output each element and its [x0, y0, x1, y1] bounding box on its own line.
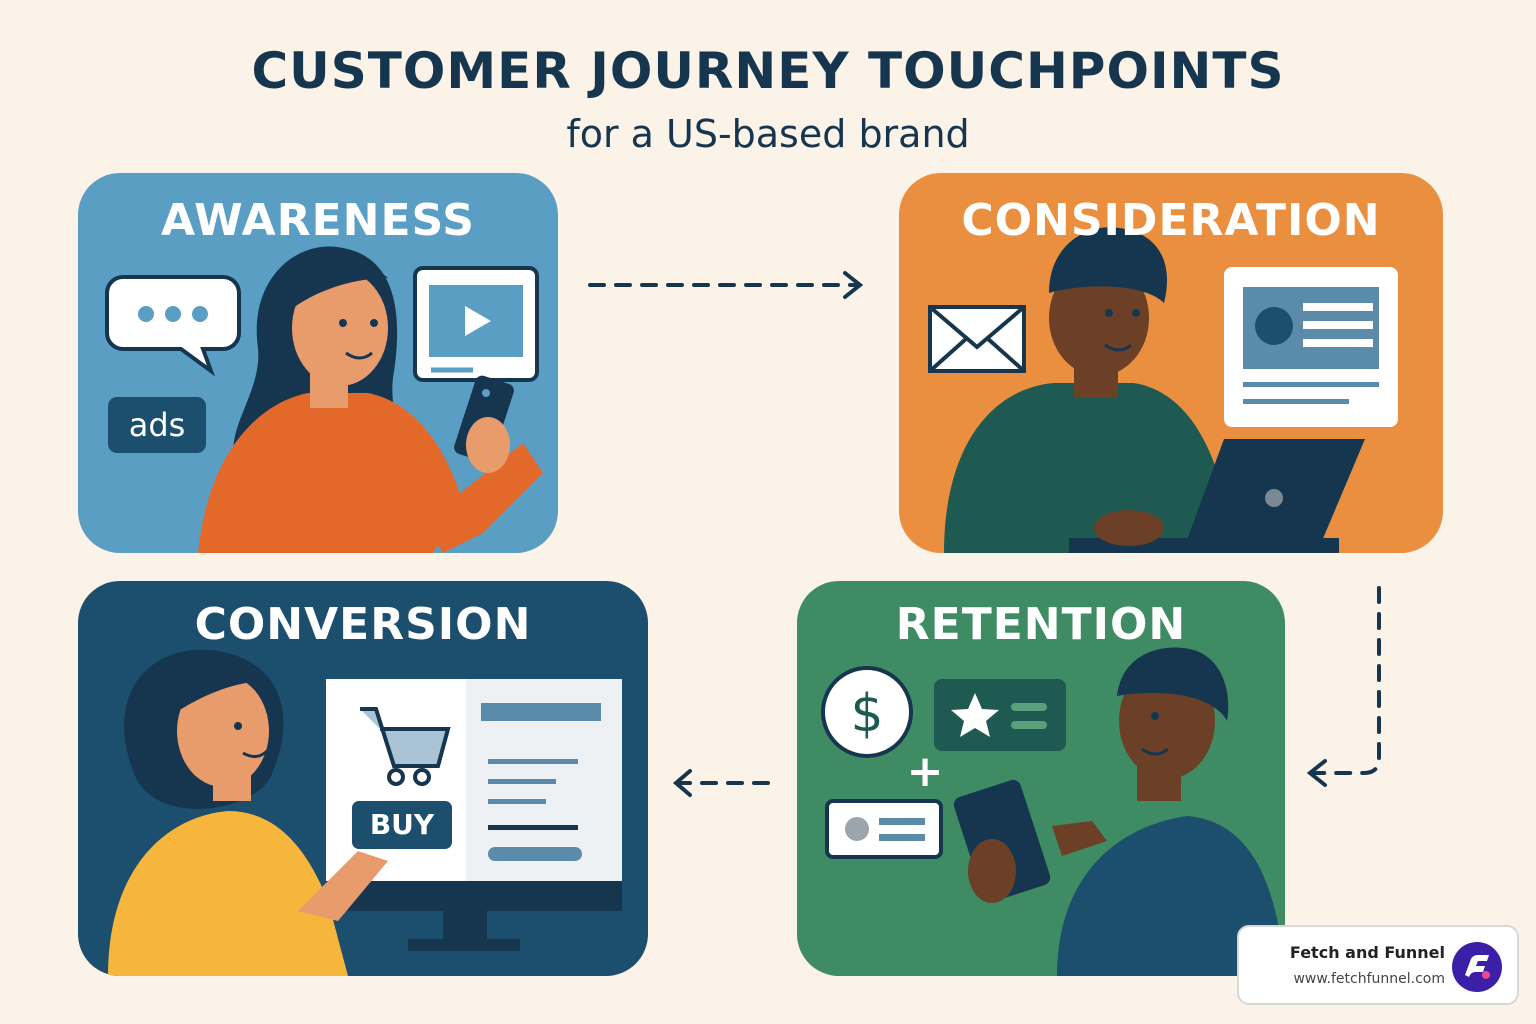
smartphone-icon — [454, 375, 514, 473]
brand-name: Fetch and Funnel — [1289, 943, 1445, 962]
woman-illustration — [198, 246, 543, 553]
stage-consideration-panel: CONSIDERATION — [899, 173, 1443, 553]
plus-sign: + — [907, 746, 944, 797]
video-player-icon — [413, 266, 539, 382]
chat-bubble-icon — [105, 275, 241, 377]
man-illustration — [944, 227, 1234, 553]
arrow-awareness-to-consideration — [588, 271, 864, 299]
shopping-cart-icon — [360, 707, 451, 786]
page-subtitle: for a US-based brand — [566, 112, 970, 156]
dollar-coin-icon: $ — [821, 666, 913, 758]
stage-conversion-panel: CONVERSION BUY — [78, 581, 648, 976]
stage-conversion-title: CONVERSION — [194, 599, 532, 650]
woman-illustration — [108, 649, 388, 976]
stage-awareness-title: AWARENESS — [161, 195, 475, 246]
star-card-icon — [934, 679, 1066, 751]
arrow-retention-to-conversion — [672, 769, 770, 797]
article-card-icon — [1224, 267, 1398, 427]
man-illustration — [1057, 647, 1285, 976]
brand-url: www.fetchfunnel.com — [1293, 971, 1445, 987]
brand-badge: Fetch and Funnel www.fetchfunnel.com — [1237, 925, 1519, 1005]
tablet-icon — [953, 779, 1107, 903]
page-title: CUSTOMER JOURNEY TOUCHPOINTS — [251, 42, 1285, 100]
stage-retention-panel: $ + RETENTION — [797, 581, 1285, 976]
stage-retention-title: RETENTION — [895, 599, 1187, 650]
dollar-sign: $ — [850, 684, 883, 744]
buy-button: BUY — [352, 801, 452, 849]
id-card-icon — [825, 799, 943, 859]
fetch-funnel-logo-icon — [1452, 942, 1502, 992]
arrow-consideration-to-retention — [1306, 586, 1381, 787]
stage-consideration-title: CONSIDERATION — [961, 195, 1381, 246]
ads-tag: ads — [108, 397, 206, 453]
stage-awareness-panel: AWARENESS ads — [78, 173, 558, 553]
envelope-icon — [928, 305, 1026, 373]
laptop-icon — [1069, 439, 1365, 553]
